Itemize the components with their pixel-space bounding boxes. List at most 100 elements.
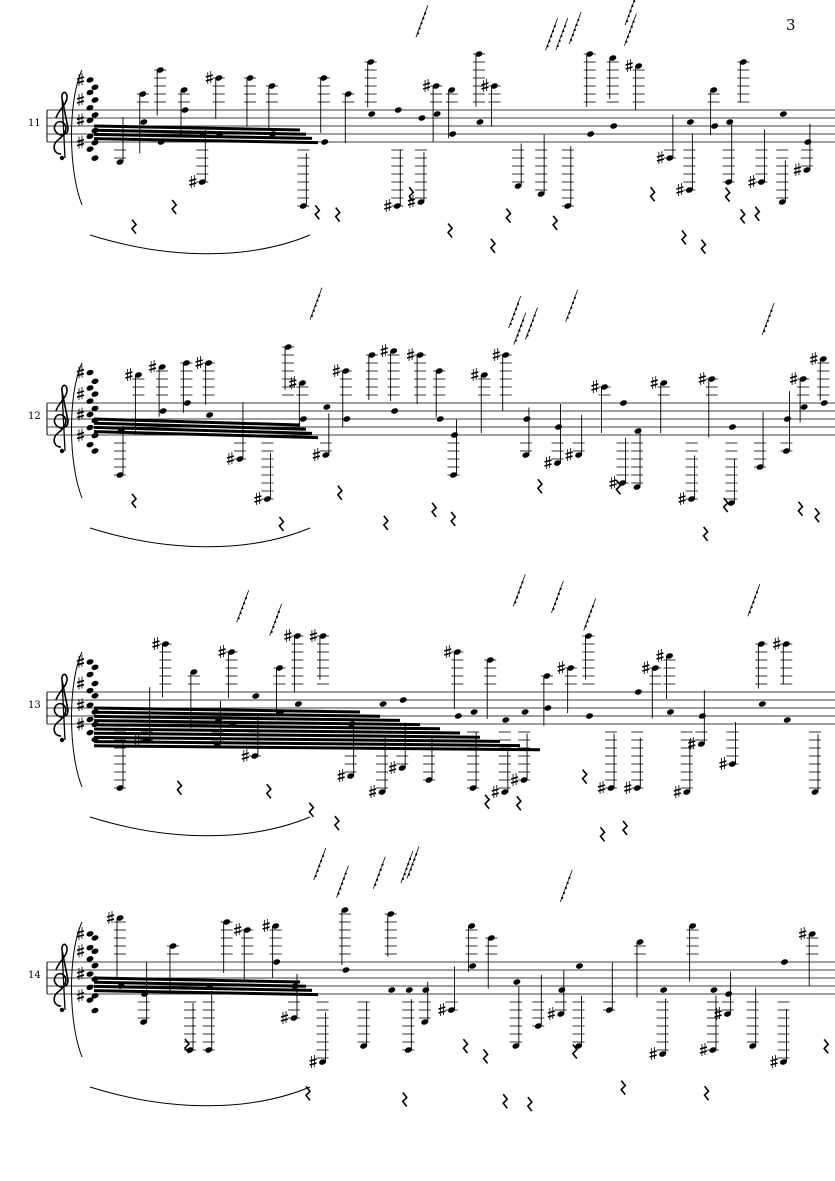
note-head xyxy=(198,179,206,185)
sharp-icon xyxy=(678,492,686,505)
note xyxy=(384,911,408,1107)
note xyxy=(510,709,531,786)
note-head xyxy=(294,701,302,707)
slur xyxy=(71,69,83,206)
note xyxy=(809,731,822,795)
quarter-rest-icon xyxy=(130,219,138,235)
note-head xyxy=(159,408,167,414)
note-head xyxy=(91,378,99,385)
note-head xyxy=(205,360,213,366)
beam xyxy=(93,417,301,427)
note xyxy=(309,629,340,831)
beam xyxy=(93,710,381,718)
quarter-rest-icon xyxy=(450,511,457,527)
stroke xyxy=(236,590,250,623)
sharp-icon xyxy=(309,629,318,642)
quarter-rest-icon xyxy=(599,826,606,842)
note-head xyxy=(86,671,94,678)
note xyxy=(678,442,709,542)
treble-clef-icon xyxy=(53,673,69,743)
note-head xyxy=(636,939,644,945)
note xyxy=(565,414,585,461)
note xyxy=(317,75,341,223)
note-head xyxy=(728,424,736,430)
note-head xyxy=(86,659,94,665)
treble-clef-icon xyxy=(53,943,69,1013)
note-head xyxy=(216,131,224,137)
note-head xyxy=(291,983,299,989)
note xyxy=(364,59,377,117)
note-head xyxy=(268,83,276,89)
slur xyxy=(71,921,83,1058)
note-head xyxy=(422,987,430,993)
note-head xyxy=(686,119,694,125)
note-head xyxy=(86,931,94,937)
quarter-rest-icon xyxy=(484,794,491,810)
note-head xyxy=(544,705,552,711)
opening-chord-cluster xyxy=(71,69,311,255)
note xyxy=(547,970,578,1060)
note xyxy=(810,352,830,406)
sharp-icon xyxy=(106,911,115,924)
note-head xyxy=(727,500,735,506)
note-head xyxy=(86,716,94,723)
sharp-icon xyxy=(368,785,377,798)
note xyxy=(770,959,790,1068)
note xyxy=(755,641,768,707)
note-head xyxy=(567,665,575,671)
note-head xyxy=(425,777,433,783)
note xyxy=(603,962,627,1096)
note-head xyxy=(685,187,693,193)
note-head xyxy=(659,1051,667,1057)
note-head xyxy=(86,117,94,124)
note-head xyxy=(779,111,787,117)
note xyxy=(699,987,719,1056)
note-head xyxy=(86,984,94,991)
note-head xyxy=(86,702,94,708)
note xyxy=(380,344,400,414)
note xyxy=(218,645,238,727)
note xyxy=(789,372,821,523)
sharp-icon xyxy=(650,376,658,389)
sharp-icon xyxy=(388,761,397,774)
note xyxy=(642,661,662,719)
note xyxy=(798,927,830,1054)
note-head xyxy=(808,931,816,937)
note-head xyxy=(697,741,705,747)
note-head xyxy=(186,1047,194,1053)
note-head xyxy=(633,785,641,791)
note-head xyxy=(387,911,395,917)
stroke xyxy=(545,18,558,51)
sharp-icon xyxy=(673,785,682,798)
sharp-icon xyxy=(205,71,213,84)
note xyxy=(284,629,315,818)
note-head xyxy=(501,789,509,795)
note xyxy=(631,428,644,490)
note-head xyxy=(91,139,99,146)
note-head xyxy=(169,943,177,949)
note xyxy=(492,348,512,411)
sharp-icon xyxy=(226,452,235,465)
note-head xyxy=(470,709,478,715)
note-head xyxy=(416,352,424,358)
note xyxy=(114,731,126,791)
note-head xyxy=(725,179,733,185)
note-head xyxy=(390,348,398,354)
note xyxy=(445,87,458,139)
sharp-icon xyxy=(241,749,250,762)
note-head xyxy=(116,159,124,165)
note-field xyxy=(106,907,830,1112)
note-head xyxy=(537,191,545,197)
note-head xyxy=(180,87,188,93)
note-head xyxy=(182,360,190,366)
beam xyxy=(93,744,541,752)
sharp-icon xyxy=(649,1047,657,1060)
tie xyxy=(89,1086,311,1107)
stroke xyxy=(336,865,349,898)
tremolo-marks xyxy=(313,846,573,903)
note xyxy=(152,637,183,796)
opening-chord-cluster xyxy=(71,651,311,837)
note xyxy=(388,697,409,774)
quarter-rest-icon xyxy=(620,1080,627,1096)
